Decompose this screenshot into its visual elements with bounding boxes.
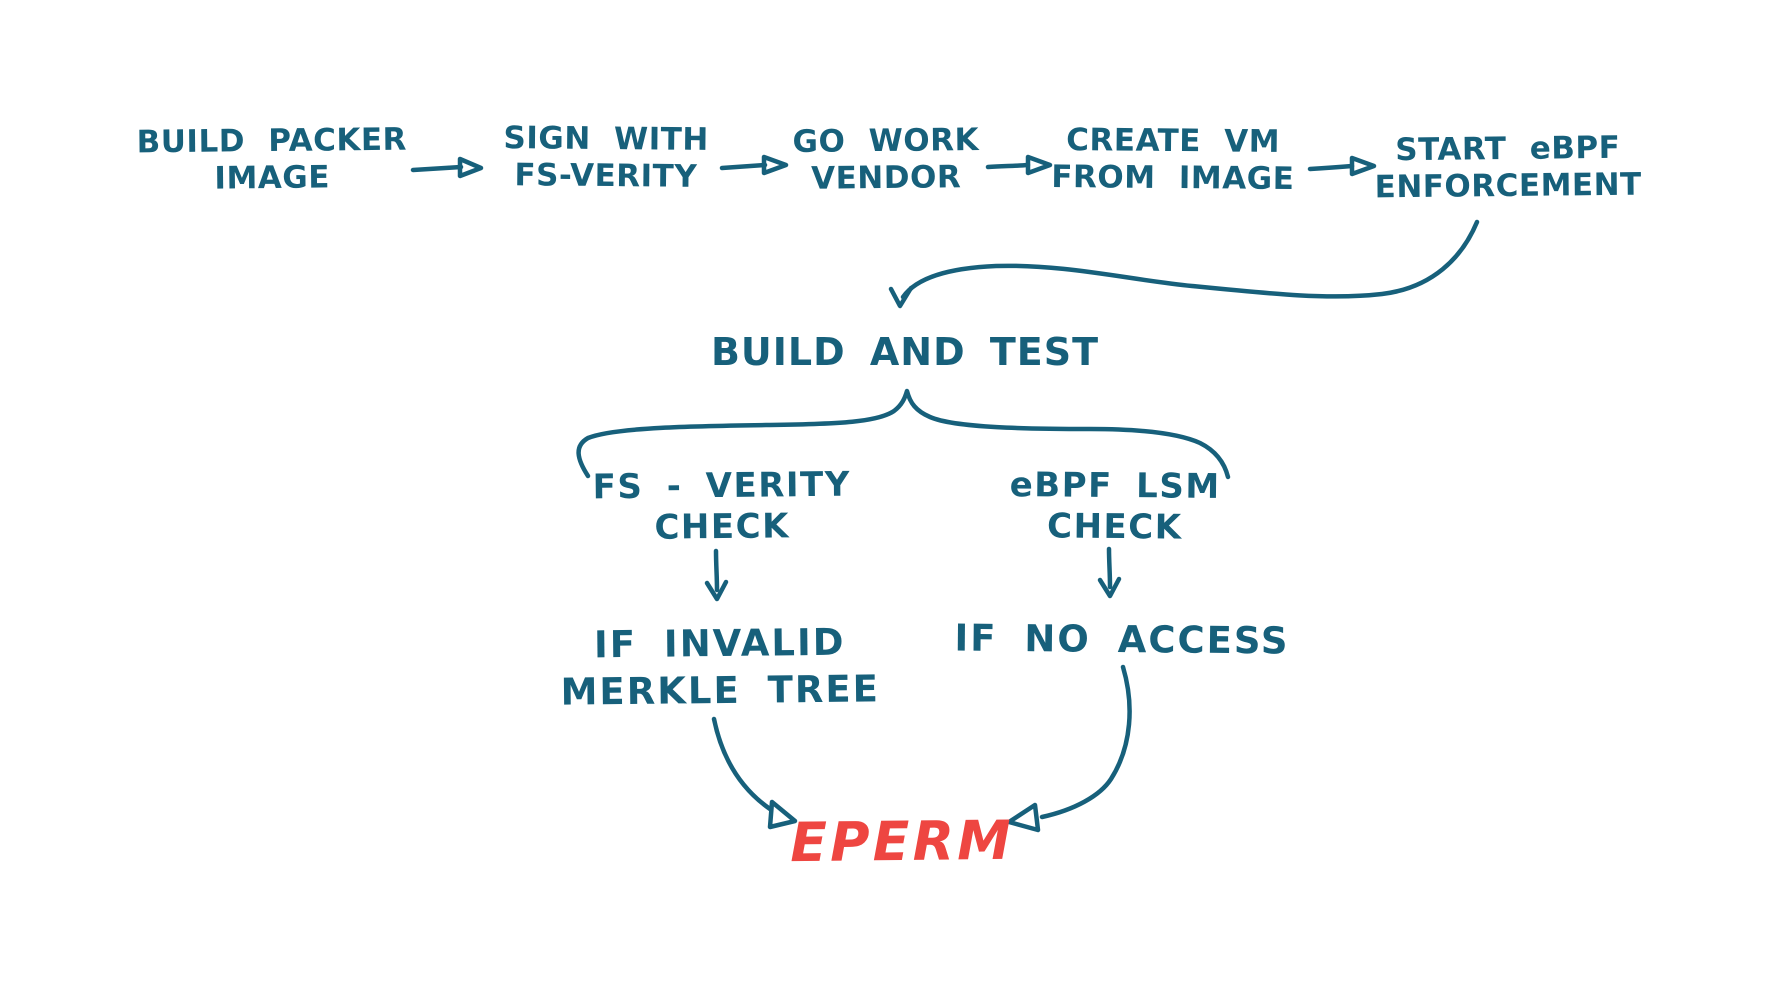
condition-label-line: IF NO ACCESS xyxy=(954,616,1290,663)
node-start-ebpf-enforcement: START eBPF ENFORCEMENT xyxy=(1328,129,1689,207)
node-fs-verity-check: FS - VERITY CHECK xyxy=(572,464,873,549)
node-build-and-test: BUILD AND TEST xyxy=(710,330,1100,374)
check-label-line: CHECK xyxy=(1046,506,1183,548)
node-label-line: ENFORCEMENT xyxy=(1374,166,1642,206)
condition-label-line: IF INVALID xyxy=(593,620,846,667)
node-ebpf-lsm-check: eBPF LSM CHECK xyxy=(965,465,1266,550)
check-label-line: CHECK xyxy=(654,506,791,548)
node-label-line: IMAGE xyxy=(214,159,331,197)
node-label-line: CREATE VM xyxy=(1066,122,1281,160)
flow-arrow-1-icon xyxy=(410,156,484,179)
converge-arrow-right-icon xyxy=(1006,664,1132,833)
node-label-line: BUILD PACKER xyxy=(136,121,408,161)
node-if-no-access: IF NO ACCESS xyxy=(922,614,1322,664)
split-brace xyxy=(576,388,1231,480)
converge-arrow-left-icon xyxy=(711,716,798,830)
node-label-line: START eBPF xyxy=(1395,129,1621,169)
node-if-invalid-merkle-tree: IF INVALID MERKLE TREE xyxy=(520,618,921,716)
node-label-line: FROM IMAGE xyxy=(1051,158,1295,198)
swoop-arrow-icon xyxy=(888,219,1480,309)
down-arrow-right-icon xyxy=(1097,546,1122,599)
node-build-packer-image: BUILD PACKER IMAGE xyxy=(92,121,453,199)
check-label-line: FS - VERITY xyxy=(592,464,852,508)
down-arrow-left-icon xyxy=(704,548,729,602)
flow-arrow-2-icon xyxy=(719,154,789,176)
node-create-vm-from-image: CREATE VM FROM IMAGE xyxy=(993,121,1354,198)
flow-arrow-3-icon xyxy=(985,154,1053,176)
flow-arrow-4-icon xyxy=(1307,155,1377,177)
check-label-line: eBPF LSM xyxy=(1009,465,1221,507)
condition-label-line: MERKLE TREE xyxy=(560,667,881,714)
node-eperm: EPERM xyxy=(789,808,1015,875)
